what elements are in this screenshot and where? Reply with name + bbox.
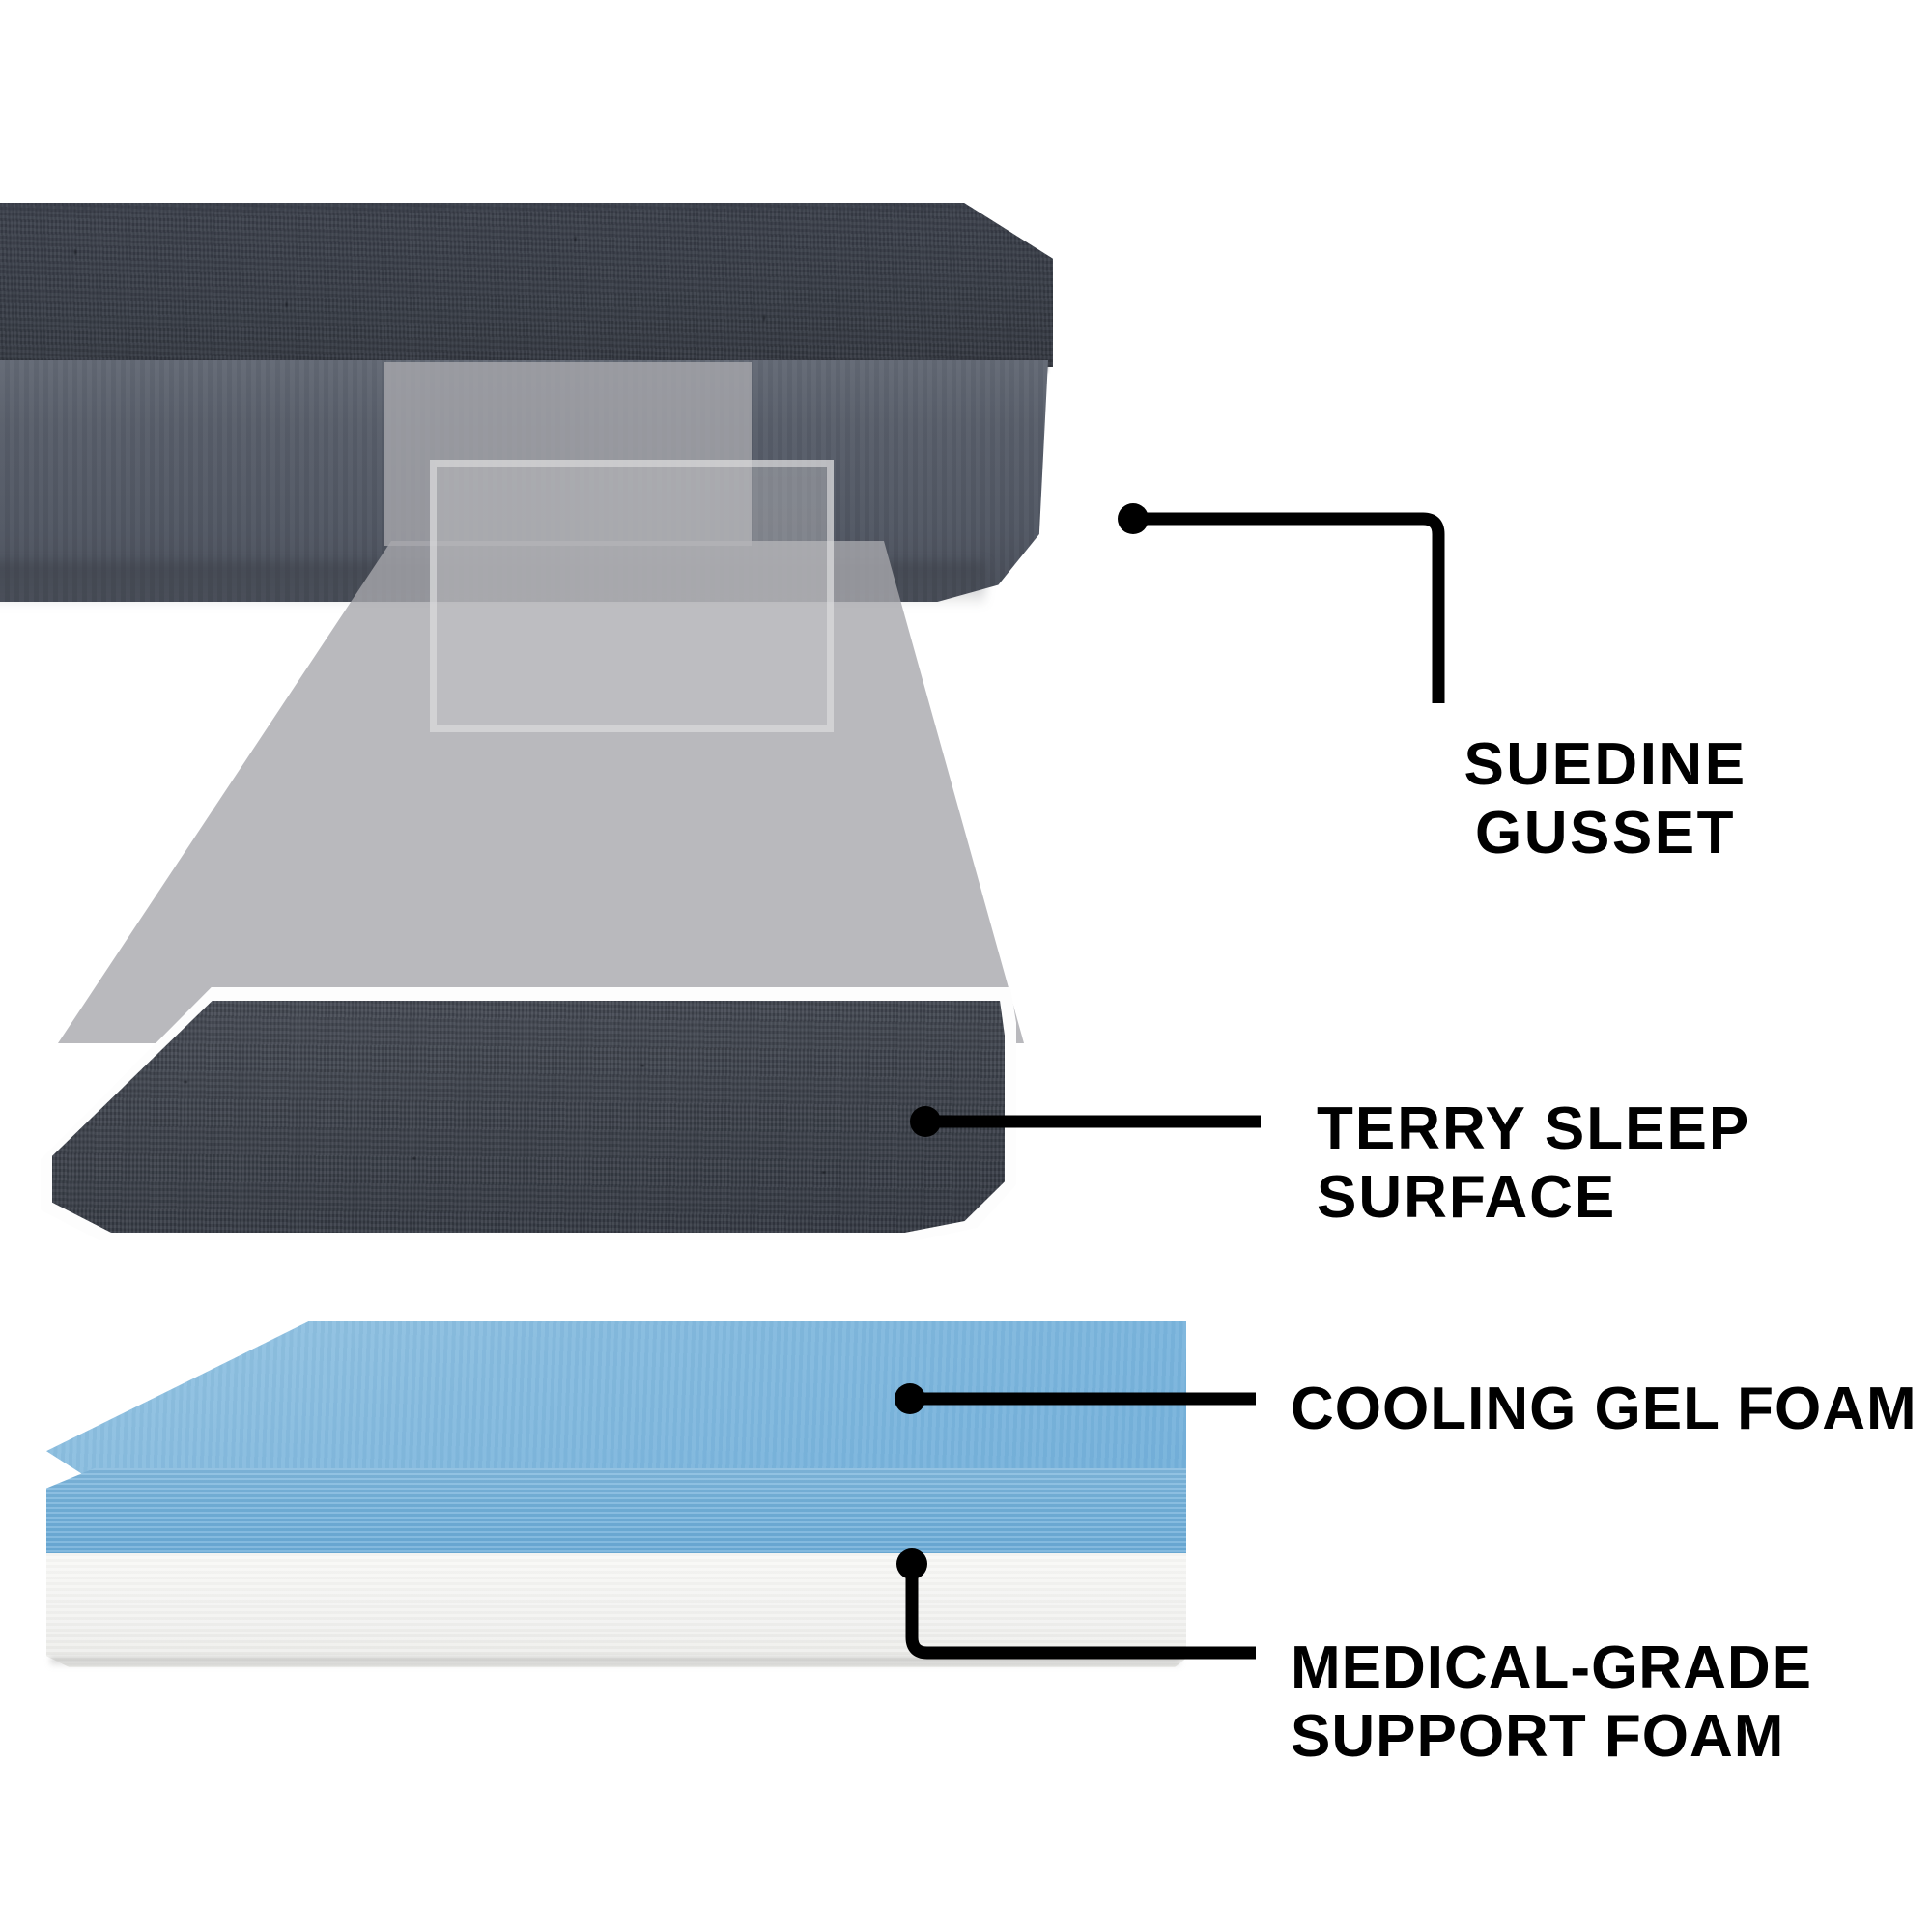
callout-label-cooling-gel-foam: COOLING GEL FOAM	[1291, 1376, 1918, 1442]
foam-drop-shadow	[50, 1658, 1180, 1667]
cooling-gel-foam-front-face	[46, 1468, 1186, 1559]
medical-grade-support-foam-face	[46, 1553, 1186, 1667]
callout-label-terry-sleep-surface: TERRY SLEEP SURFACE	[1317, 1095, 1751, 1231]
plush-top-surface	[0, 203, 1053, 367]
terry-sleep-surface-pad	[41, 987, 1016, 1240]
leader-line-suedine-gusset	[1133, 512, 1445, 703]
zoom-selection-rectangle	[430, 460, 834, 732]
cooling-gel-foam-top-face	[46, 1321, 1186, 1488]
leader-dot-suedine-gusset	[1118, 503, 1149, 534]
foam-core-block	[46, 1321, 1186, 1669]
callout-label-medical-grade-support-foam: MEDICAL-GRADE SUPPORT FOAM	[1291, 1634, 1812, 1770]
callout-label-suedine-gusset: SUEDINE GUSSET	[1463, 731, 1747, 867]
terry-pad-fabric	[52, 1001, 1005, 1233]
magnification-cone-upper	[384, 362, 752, 546]
